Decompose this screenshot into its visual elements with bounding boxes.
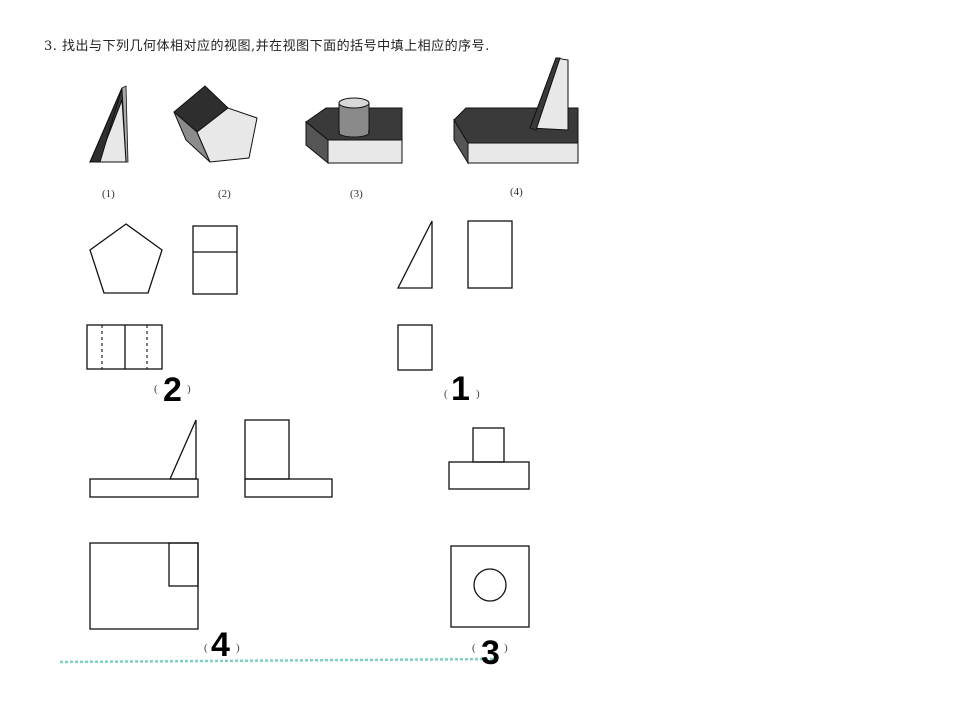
view-top-inner — [168, 542, 199, 587]
open-paren: ( — [154, 383, 158, 395]
view-pentagon — [89, 223, 163, 294]
dashed-rule — [59, 657, 499, 664]
view-wedge-side — [244, 419, 290, 480]
solid-2-pentagonal-prism — [173, 85, 258, 163]
answer-value: 1 — [451, 370, 470, 408]
close-paren: ) — [187, 383, 191, 395]
views-group-slab-wedge — [89, 419, 333, 630]
view-triangle — [396, 220, 433, 289]
solid-label-1: (1) — [102, 188, 115, 200]
views-group-pentagon — [86, 223, 238, 370]
question-text: 3. 找出与下列几何体相对应的视图,并在视图下面的括号中填上相应的序号. — [44, 35, 490, 54]
view-slab-front — [89, 478, 199, 498]
solid-label-3: (3) — [350, 188, 363, 200]
view-tall-rect — [467, 220, 513, 289]
solid-3-cylinder-on-block — [305, 97, 403, 165]
close-paren: ) — [476, 388, 480, 400]
close-paren: ) — [504, 642, 508, 654]
view-side-rect — [192, 225, 238, 295]
solid-4-slab-with-wedge — [453, 57, 579, 165]
solid-label-2: (2) — [218, 188, 231, 200]
solid-label-4: (4) — [510, 186, 523, 198]
view-cylinder-top — [473, 568, 507, 602]
view-block-front — [448, 461, 530, 490]
view-block-top — [450, 545, 530, 628]
open-paren: ( — [204, 642, 208, 654]
open-paren: ( — [472, 642, 476, 654]
views-group-triangle — [396, 220, 513, 371]
answer-value: 4 — [211, 626, 230, 664]
close-paren: ) — [236, 642, 240, 654]
view-wedge-front — [169, 419, 197, 480]
views-group-cylinder-block — [448, 427, 530, 628]
open-paren: ( — [444, 388, 448, 400]
view-small-rect — [397, 324, 433, 371]
view-slab-side — [244, 478, 333, 498]
question-body: 找出与下列几何体相对应的视图,并在视图下面的括号中填上相应的序号. — [62, 39, 490, 54]
question-number: 3. — [44, 39, 58, 54]
solid-1-triangular-prism — [89, 85, 129, 163]
answer-value: 2 — [163, 371, 182, 409]
view-cylinder-front — [472, 427, 505, 463]
answer-value: 3 — [481, 634, 500, 672]
